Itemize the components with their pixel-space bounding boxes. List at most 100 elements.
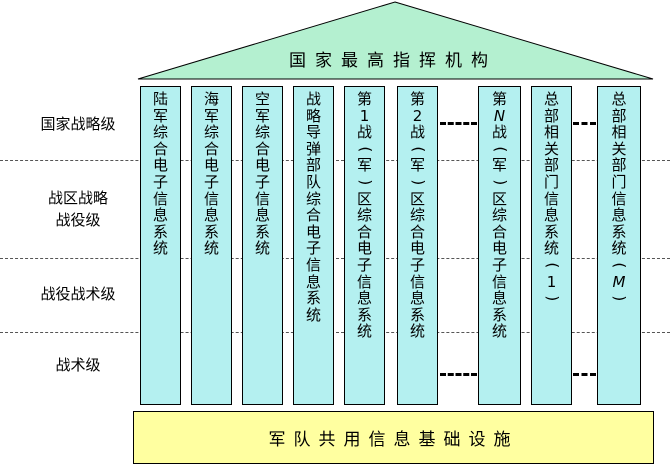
ellipsis-dash bbox=[440, 122, 477, 125]
pillar-navy: 海军综合电子信息系统 bbox=[191, 86, 232, 405]
pillar-glyph: 区 bbox=[409, 189, 425, 208]
pillar-glyph: 信 bbox=[491, 272, 507, 291]
pillar-glyph: 子 bbox=[491, 255, 507, 274]
ellipsis-dash bbox=[440, 373, 477, 376]
pillar-glyph: 第 bbox=[356, 90, 372, 108]
pillar-glyph: 区 bbox=[491, 189, 507, 208]
pillar-glyph: 合 bbox=[152, 139, 168, 158]
pillar-glyph: 部 bbox=[543, 156, 559, 175]
pillar-glyph: ( bbox=[490, 146, 509, 152]
pillar-glyph: 部 bbox=[611, 156, 627, 175]
level-separator bbox=[0, 332, 670, 333]
pillar-glyph: 合 bbox=[409, 222, 425, 241]
pillar-glyph: 子 bbox=[409, 255, 425, 274]
pillar-glyph: 2 bbox=[412, 106, 423, 125]
level-separator bbox=[0, 258, 670, 259]
pillar-glyph: 统 bbox=[409, 322, 425, 341]
pillar-glyph: 总 bbox=[611, 90, 627, 108]
pillar-glyph: 信 bbox=[611, 189, 627, 208]
pillar-glyph: 略 bbox=[305, 106, 321, 125]
pillar-glyph: 系 bbox=[203, 222, 219, 241]
pillar-glyph: 息 bbox=[543, 206, 559, 225]
pillar-glyph: 部 bbox=[543, 106, 559, 125]
pillar-glyph: 部 bbox=[305, 156, 321, 175]
pillar-glyph: 信 bbox=[152, 189, 168, 208]
pillar-glyph: 子 bbox=[152, 172, 168, 191]
pillar-glyph: 电 bbox=[203, 156, 219, 175]
pillar-glyph: 息 bbox=[356, 289, 372, 308]
pillar-label: 空军综合电子信息系统 bbox=[243, 91, 282, 257]
base-label: 军队共用信息基础设施 bbox=[268, 430, 519, 450]
foundation-base: 军队共用信息基础设施 bbox=[133, 411, 654, 464]
level-label-campaign-tactical: 战役战术级 bbox=[24, 283, 132, 305]
pillar-glyph: 合 bbox=[356, 222, 372, 241]
pillar-glyph: 1 bbox=[359, 106, 370, 125]
pillar-glyph: 队 bbox=[305, 172, 321, 191]
pillar-glyph: 统 bbox=[611, 239, 627, 258]
pillar-glyph: 陆 bbox=[152, 90, 168, 108]
pillar-glyph: 系 bbox=[254, 222, 270, 241]
pillar-glyph: 合 bbox=[254, 139, 270, 158]
pillar-glyph: 军 bbox=[491, 156, 507, 175]
ellipsis-dash bbox=[573, 122, 596, 125]
pillar-glyph: 导 bbox=[305, 123, 321, 142]
pillar-glyph: 合 bbox=[305, 206, 321, 225]
pillar-glyph: 合 bbox=[203, 139, 219, 158]
pillar-glyph: 1 bbox=[546, 272, 557, 291]
pillar-glyph: 息 bbox=[203, 206, 219, 225]
pillar-glyph: 统 bbox=[254, 239, 270, 258]
pillar-glyph: ) bbox=[355, 179, 374, 186]
pillar-glyph: ) bbox=[490, 179, 509, 186]
pillar-hq-1: 总部相关部门信息系统(1) bbox=[531, 86, 572, 405]
pillar-glyph: 系 bbox=[409, 305, 425, 324]
level-label-national-strategic: 国家战略级 bbox=[24, 113, 132, 135]
pillar-glyph: 战 bbox=[491, 123, 507, 142]
pillar-glyph: 综 bbox=[491, 206, 507, 225]
pillar-glyph: 电 bbox=[254, 156, 270, 175]
pillar-glyph: 系 bbox=[543, 222, 559, 241]
pillar-glyph: 电 bbox=[409, 239, 425, 258]
pillar-glyph: 相 bbox=[543, 123, 559, 142]
pillar-glyph: 统 bbox=[152, 239, 168, 258]
pillar-glyph: 统 bbox=[356, 322, 372, 341]
pillar-glyph: 息 bbox=[409, 289, 425, 308]
pillar-glyph: ) bbox=[542, 295, 561, 302]
pillar-air-force: 空军综合电子信息系统 bbox=[242, 86, 283, 405]
pillar-glyph: 电 bbox=[491, 239, 507, 258]
pillar-glyph: 门 bbox=[611, 172, 627, 191]
roof-title: 国家最高指挥机构 bbox=[289, 51, 497, 71]
pillar-glyph: 子 bbox=[254, 172, 270, 191]
pillar-glyph: ( bbox=[408, 146, 427, 152]
pillar-glyph: 信 bbox=[203, 189, 219, 208]
pillar-glyph: 门 bbox=[543, 172, 559, 191]
pillar-glyph: 息 bbox=[152, 206, 168, 225]
pillar-glyph: 战 bbox=[356, 123, 372, 142]
pillar-glyph: 息 bbox=[491, 289, 507, 308]
pillar-glyph: N bbox=[493, 106, 506, 125]
pillar-glyph: 信 bbox=[305, 255, 321, 274]
pillar-glyph: 子 bbox=[305, 239, 321, 258]
pillar-label: 战略导弹部队综合电子信息系统 bbox=[294, 91, 333, 323]
pillar-glyph: 军 bbox=[409, 156, 425, 175]
pillar-glyph: 战 bbox=[409, 123, 425, 142]
pillar-glyph: 综 bbox=[203, 123, 219, 142]
pillar-glyph: 系 bbox=[152, 222, 168, 241]
pillar-glyph: 息 bbox=[305, 272, 321, 291]
pillar-label: 陆军综合电子信息系统 bbox=[141, 91, 180, 257]
pillar-glyph: ) bbox=[610, 295, 629, 302]
pillar-glyph: 综 bbox=[152, 123, 168, 142]
pillar-glyph: 军 bbox=[203, 106, 219, 125]
pillar-glyph: 系 bbox=[611, 222, 627, 241]
pillar-glyph: 军 bbox=[152, 106, 168, 125]
pillar-label: 总部相关部门信息系统(M) bbox=[598, 91, 640, 307]
pillar-glyph: 信 bbox=[543, 189, 559, 208]
ellipsis-dash bbox=[573, 373, 596, 376]
pillar-strategic-missile: 战略导弹部队综合电子信息系统 bbox=[293, 86, 334, 405]
pillar-glyph: 综 bbox=[356, 206, 372, 225]
pillar-glyph: 总 bbox=[543, 90, 559, 108]
pillar-glyph: 综 bbox=[305, 189, 321, 208]
pillar-glyph: 信 bbox=[356, 272, 372, 291]
